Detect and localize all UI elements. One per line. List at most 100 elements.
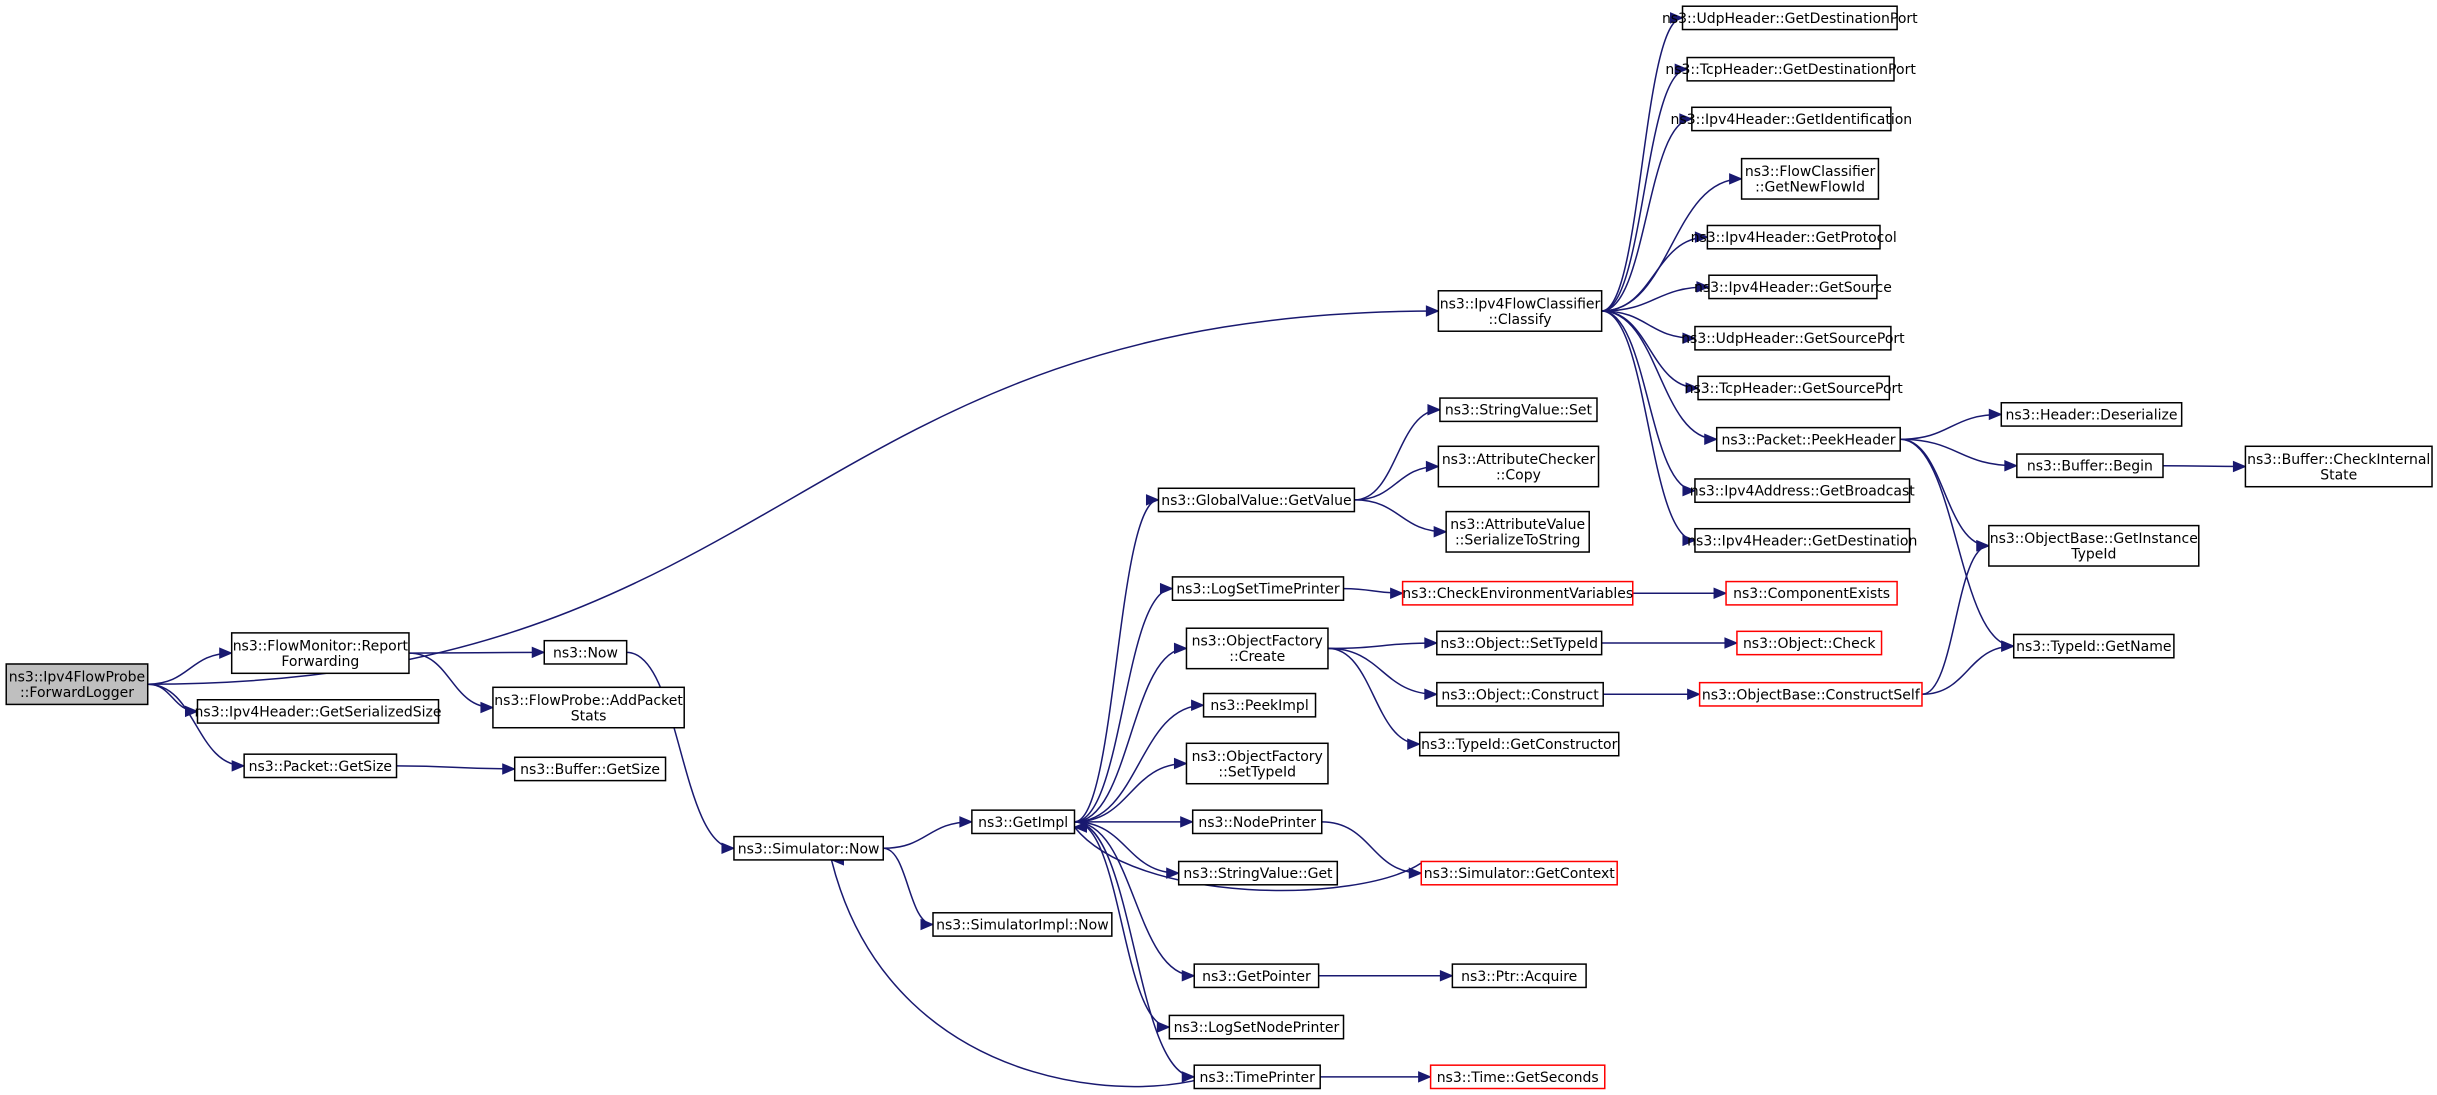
arrowhead xyxy=(1670,12,1684,24)
call-edge-line xyxy=(147,652,232,685)
function-node-av-sts[interactable]: ns3::AttributeValue::SerializeToString xyxy=(1445,510,1590,553)
function-node-getimpl[interactable]: ns3::GetImpl xyxy=(971,809,1076,835)
function-node-sim-now[interactable]: ns3::Simulator::Now xyxy=(733,835,884,861)
call-edge xyxy=(1900,438,2016,652)
function-node-of-create[interactable]: ns3::ObjectFactory::Create xyxy=(1185,627,1329,670)
function-node-ob-constructself[interactable]: ns3::ObjectBase::ConstructSelf xyxy=(1698,681,1923,707)
function-node-buf-begin[interactable]: ns3::Buffer::Begin xyxy=(2016,453,2164,479)
function-node-compexists[interactable]: ns3::ComponentExists xyxy=(1725,580,1898,606)
arrowhead xyxy=(1181,970,1196,982)
function-node-tcp-getdport[interactable]: ns3::TcpHeader::GetDestinationPort xyxy=(1665,56,1916,82)
function-node-of-settypeid[interactable]: ns3::ObjectFactory::SetTypeId xyxy=(1185,742,1329,785)
function-node-root[interactable]: ns3::Ipv4FlowProbe::ForwardLogger xyxy=(5,663,149,706)
node-box xyxy=(733,835,884,861)
node-label: ::SerializeToString xyxy=(1455,533,1580,549)
node-label: ns3::LogSetTimePrinter xyxy=(1176,582,1340,598)
node-box xyxy=(1686,56,1895,82)
function-node-hdr-deser[interactable]: ns3::Header::Deserialize xyxy=(2000,401,2183,427)
function-node-peekimpl[interactable]: ns3::PeekImpl xyxy=(1202,692,1317,718)
node-box xyxy=(1697,375,1891,401)
call-edge-line xyxy=(1601,310,1695,492)
node-label: ns3::TcpHeader::GetDestinationPort xyxy=(1665,62,1916,78)
node-box xyxy=(971,809,1076,835)
node-label: ns3::Ipv4Address::GetBroadcast xyxy=(1690,484,1916,500)
node-label: ns3::PeekImpl xyxy=(1210,698,1308,714)
function-node-now[interactable]: ns3::Now xyxy=(543,639,628,665)
function-node-classify[interactable]: ns3::Ipv4FlowClassifier::Classify xyxy=(1437,290,1603,332)
call-edge xyxy=(1601,12,1684,312)
function-node-ipv4h-getsrc[interactable]: ns3::Ipv4Header::GetSource xyxy=(1694,274,1892,300)
node-box xyxy=(2244,445,2433,488)
call-edge-line xyxy=(1327,642,1437,650)
arrowhead xyxy=(1682,484,1697,497)
function-node-ipv4a-getbcast[interactable]: ns3::Ipv4Address::GetBroadcast xyxy=(1690,478,1916,504)
node-label: ::Copy xyxy=(1496,467,1541,483)
function-node-simimpl-now[interactable]: ns3::SimulatorImpl::Now xyxy=(932,912,1113,937)
call-edge xyxy=(883,816,974,850)
function-node-sv-set[interactable]: ns3::StringValue::Set xyxy=(1439,397,1598,423)
call-edge xyxy=(1074,821,1180,879)
arrowhead xyxy=(959,816,974,828)
function-node-obj-check[interactable]: ns3::Object::Check xyxy=(1736,630,1883,656)
arrowhead xyxy=(1988,408,2003,421)
function-node-logsettp[interactable]: ns3::LogSetTimePrinter xyxy=(1171,576,1345,601)
node-box xyxy=(513,756,667,782)
function-node-ipv4h-gss[interactable]: ns3::Ipv4Header::GetSerializedSize xyxy=(195,699,442,724)
call-edge-line xyxy=(1601,118,1692,312)
call-edge-line xyxy=(883,821,972,850)
function-node-nodeprinter[interactable]: ns3::NodePrinter xyxy=(1191,809,1323,835)
node-label: Forwarding xyxy=(281,654,359,670)
function-node-pkt-peekheader[interactable]: ns3::Packet::PeekHeader xyxy=(1715,426,1901,452)
function-node-ptr-acquire[interactable]: ns3::Ptr::Acquire xyxy=(1451,963,1587,989)
function-node-fc-getnewflowid[interactable]: ns3::FlowClassifier::GetNewFlowId xyxy=(1740,157,1880,200)
call-edge-line xyxy=(1074,821,1195,1078)
call-edge xyxy=(1601,310,1697,344)
arrowhead xyxy=(1181,1071,1196,1083)
arrowhead xyxy=(1682,534,1697,547)
function-node-sim-getctx[interactable]: ns3::Simulator::GetContext xyxy=(1420,860,1618,886)
node-label: ::Create xyxy=(1229,649,1285,665)
function-node-sv-get[interactable]: ns3::StringValue::Get xyxy=(1177,860,1339,886)
function-node-ipv4h-getid[interactable]: ns3::Ipv4Header::GetIdentification xyxy=(1671,106,1913,132)
function-node-obj-settypeid[interactable]: ns3::Object::SetTypeId xyxy=(1436,630,1603,656)
function-node-ipv4h-getproto[interactable]: ns3::Ipv4Header::GetProtocol xyxy=(1691,224,1897,250)
call-edge xyxy=(1074,821,1196,982)
call-edge xyxy=(147,683,246,772)
call-edge xyxy=(1601,231,1709,312)
arrowhead xyxy=(1159,582,1174,595)
arrowhead xyxy=(1724,637,1739,649)
function-node-gv-getvalue[interactable]: ns3::GlobalValue::GetValue xyxy=(1157,487,1356,513)
function-node-ipv4h-getdest[interactable]: ns3::Ipv4Header::GetDestination xyxy=(1687,527,1917,553)
function-node-udp-getsport[interactable]: ns3::UdpHeader::GetSourcePort xyxy=(1681,325,1905,351)
function-node-timeprinter[interactable]: ns3::TimePrinter xyxy=(1193,1064,1321,1090)
function-node-time-getsec[interactable]: ns3::Time::GetSeconds xyxy=(1429,1064,1606,1090)
function-node-tid-getname[interactable]: ns3::TypeId::GetName xyxy=(2012,633,2175,659)
function-node-obj-construct[interactable]: ns3::Object::Construct xyxy=(1436,681,1604,707)
function-node-getpointer[interactable]: ns3::GetPointer xyxy=(1193,963,1320,989)
function-node-checkenv[interactable]: ns3::CheckEnvironmentVariables xyxy=(1401,580,1634,606)
node-box xyxy=(1177,860,1339,886)
function-node-udp-getdport[interactable]: ns3::UdpHeader::GetDestinationPort xyxy=(1662,5,1918,31)
node-box xyxy=(1708,274,1878,300)
call-edge-line xyxy=(1327,647,1437,696)
call-edge xyxy=(1601,113,1694,312)
function-node-tid-getctor[interactable]: ns3::TypeId::GetConstructor xyxy=(1418,731,1620,757)
function-node-buf-getsize[interactable]: ns3::Buffer::GetSize xyxy=(513,756,667,782)
function-node-pkt-getsize[interactable]: ns3::Packet::GetSize xyxy=(243,753,398,779)
function-node-ac-copy[interactable]: ns3::AttributeChecker::Copy xyxy=(1437,445,1600,488)
function-node-logsetnp[interactable]: ns3::LogSetNodePrinter xyxy=(1168,1014,1345,1040)
arrowhead xyxy=(1073,821,1088,833)
call-edge-line xyxy=(1601,310,1717,441)
node-box xyxy=(1401,580,1634,606)
function-node-tcp-getsport[interactable]: ns3::TcpHeader::GetSourcePort xyxy=(1685,375,1904,401)
call-edge-line xyxy=(1900,438,2017,467)
node-label: ns3::Object::Check xyxy=(1743,636,1876,652)
call-edge-line xyxy=(1074,762,1187,823)
node-box xyxy=(1725,580,1898,606)
node-label: ns3::Ipv4Header::GetSource xyxy=(1694,280,1892,296)
node-box xyxy=(1193,963,1320,989)
